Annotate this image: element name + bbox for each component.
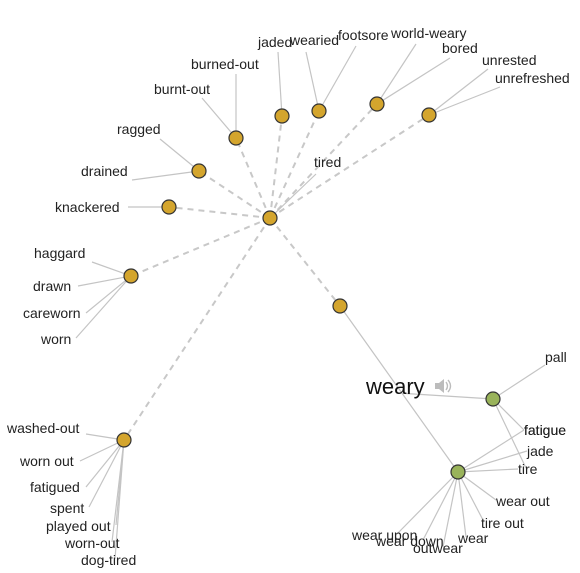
synset-node-verb-pall[interactable] — [485, 391, 501, 407]
word-label-wear[interactable]: wear — [457, 530, 489, 546]
synset-node-n_burned[interactable] — [228, 130, 244, 146]
dashed-edge-n_world — [269, 103, 378, 219]
edge-drained — [131, 170, 200, 181]
edge-unrested — [428, 68, 489, 116]
edge-burnt_out — [201, 97, 237, 139]
word-label-dog_tired[interactable]: dog-tired — [81, 552, 136, 568]
word-label-world_weary[interactable]: world-weary — [390, 25, 466, 41]
edge-weary-pall — [397, 392, 494, 400]
dashed-edge-n_haggard — [130, 217, 271, 277]
edge-tire — [457, 468, 519, 473]
synset-node-n_wearied[interactable] — [311, 103, 327, 119]
edge-spent — [88, 439, 125, 508]
edge-wear_down — [422, 471, 459, 541]
edge-tired — [269, 173, 317, 219]
word-label-unrefreshed[interactable]: unrefreshed — [495, 70, 570, 86]
word-label-spent[interactable]: spent — [50, 500, 84, 516]
word-label-bored[interactable]: bored — [442, 40, 478, 56]
word-label-tire_out[interactable]: tire out — [481, 515, 524, 531]
word-label-tired[interactable]: tired — [314, 154, 341, 170]
word-label-fatigue[interactable]: fatigue — [524, 422, 566, 438]
dashed-edge-n_burned — [235, 137, 271, 219]
word-label-burned_out[interactable]: burned-out — [191, 56, 259, 72]
word-label-fatigued[interactable]: fatigued — [30, 479, 80, 495]
word-label-haggard[interactable]: haggard — [34, 245, 85, 261]
word-label-burnt_out[interactable]: burnt-out — [154, 81, 210, 97]
edge-mid-tire — [339, 305, 459, 473]
edge-world_weary — [376, 43, 417, 105]
edge-wear — [457, 471, 467, 538]
word-label-footsore[interactable]: footsore — [338, 27, 389, 43]
edge-wear_upon — [396, 471, 459, 535]
dashed-edge-n_wearied — [269, 110, 320, 219]
word-label-pall[interactable]: pall — [545, 349, 567, 365]
synset-node-n_drained[interactable] — [191, 163, 207, 179]
synset-node-mid[interactable] — [332, 298, 348, 314]
edge-wear_out — [457, 471, 497, 501]
word-label-wear_upon[interactable]: wear upon — [351, 527, 417, 543]
edge-jaded — [277, 51, 283, 117]
root-word: weary — [365, 374, 425, 399]
word-label-drawn[interactable]: drawn — [33, 278, 71, 294]
word-label-wearied[interactable]: wearied — [289, 32, 339, 48]
synset-node-n_unrest[interactable] — [421, 107, 437, 123]
synset-node-n_world[interactable] — [369, 96, 385, 112]
edge-bored — [376, 57, 451, 105]
word-label-played_out[interactable]: played out — [46, 518, 111, 534]
dashed-edge-n_knack — [168, 206, 271, 219]
dashed-edge-n_drained — [198, 170, 271, 219]
edge-tire_out — [457, 471, 485, 523]
word-label-careworn[interactable]: careworn — [23, 305, 81, 321]
word-label-unrested[interactable]: unrested — [482, 52, 536, 68]
word-label-ragged[interactable]: ragged — [117, 121, 161, 137]
word-label-tire[interactable]: tire — [518, 461, 538, 477]
word-label-wear_down[interactable]: wear down — [375, 533, 444, 549]
synset-node-verb-tire[interactable] — [450, 464, 466, 480]
dashed-edge-n_washed — [123, 217, 271, 441]
edge-worn_out — [111, 439, 125, 543]
word-label-outwear[interactable]: outwear — [413, 540, 463, 556]
edge-fatigued — [85, 439, 125, 488]
edge-pall — [492, 364, 546, 400]
edge-outwear — [442, 471, 459, 548]
edge-worn — [75, 275, 132, 339]
synset-node-n_haggard[interactable] — [123, 268, 139, 284]
word-label-worn_out_spaced[interactable]: worn out — [19, 453, 74, 469]
word-label-jade[interactable]: jade — [526, 443, 554, 459]
dashed-edge-mid — [269, 217, 341, 307]
edge-drawn — [77, 275, 132, 287]
synset-node-n_washed[interactable] — [116, 432, 132, 448]
edge-pall-tire — [492, 398, 527, 469]
word-label-jaded[interactable]: jaded — [257, 34, 292, 50]
speaker-icon[interactable] — [435, 379, 452, 393]
edge-fatigue — [457, 429, 525, 473]
edge-careworn — [85, 275, 132, 314]
synset-node-n_knack[interactable] — [161, 199, 177, 215]
edge-jade — [457, 450, 528, 473]
word-label-wear_out[interactable]: wear out — [495, 493, 550, 509]
edge-footsore — [318, 45, 357, 112]
edge-dog_tired — [114, 439, 125, 560]
word-label-washed_out[interactable]: washed-out — [6, 420, 79, 436]
word-label-worn[interactable]: worn — [40, 331, 71, 347]
word-label-drained[interactable]: drained — [81, 163, 128, 179]
edge-ragged — [159, 138, 200, 172]
edge-worn_out_spaced — [79, 439, 125, 462]
synset-node-hub[interactable] — [262, 210, 278, 226]
word-label-fatigue[interactable]: fatigue — [524, 422, 566, 438]
edge-wearied — [305, 51, 320, 112]
word-label-knackered[interactable]: knackered — [55, 199, 120, 215]
word-label-worn_out[interactable]: worn-out — [64, 535, 120, 551]
synset-node-n_jaded[interactable] — [274, 108, 290, 124]
edge-unrefreshed — [428, 86, 501, 116]
dashed-edge-n_unrest — [269, 114, 430, 219]
